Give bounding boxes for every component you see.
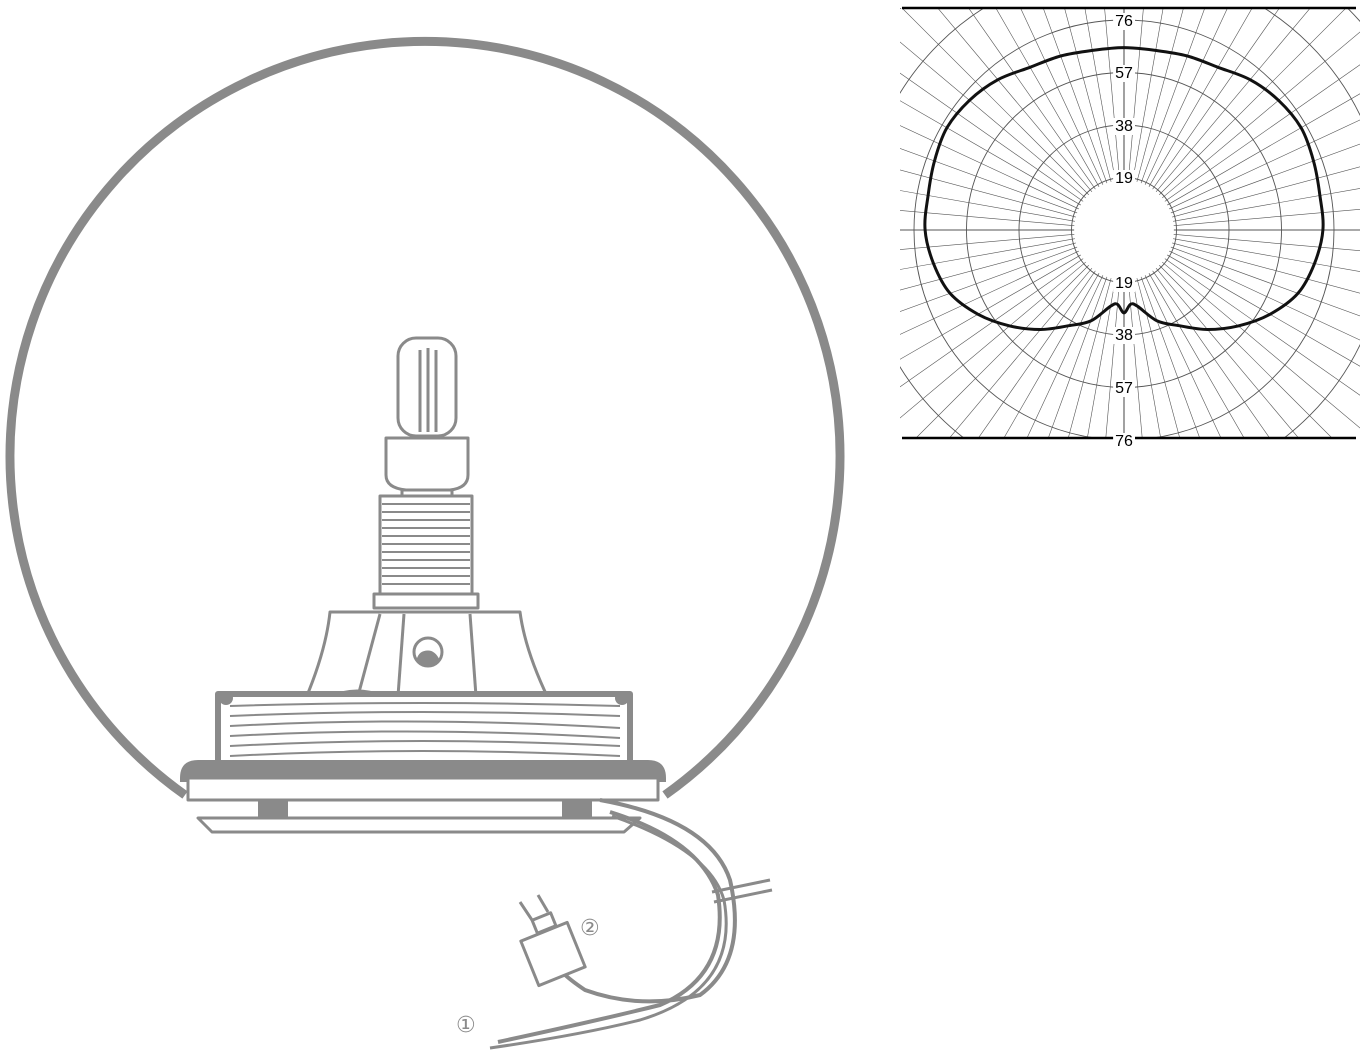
polar-spoke [1162, 31, 1360, 199]
polar-spoke [1064, 8, 1112, 182]
radial-label-backing [1113, 65, 1135, 82]
radial-label-backing [1113, 170, 1135, 187]
polar-spoke [1047, 276, 1108, 438]
callout-1-label: ① [456, 1013, 476, 1038]
polar-spoke [1026, 275, 1104, 438]
polar-spoke [937, 8, 1093, 192]
globe-outline [5, 36, 845, 799]
polar-spoke [1155, 268, 1299, 438]
polar-spoke [900, 246, 1078, 312]
radial-label-backing [1113, 380, 1135, 397]
radial-label-backing [1113, 13, 1135, 30]
polar-spoke [1136, 8, 1184, 182]
bulb-icon [384, 336, 470, 498]
radial-label-upper-57: 57 [1115, 65, 1133, 82]
polar-spoke [1148, 273, 1245, 438]
polar-spoke [1167, 254, 1360, 367]
polar-chart: 76 57 38 19 19 38 57 76 [900, 6, 1360, 450]
polar-spoke [1144, 275, 1222, 438]
polar-spoke [900, 261, 1086, 419]
polar-spoke [1087, 279, 1116, 438]
polar-spoke [1167, 93, 1360, 206]
polar-spoke [995, 8, 1100, 187]
threaded-stem [372, 494, 480, 610]
polar-spoke [1172, 242, 1360, 294]
polar-spoke [900, 41, 1086, 199]
polar-spoke [900, 190, 1075, 222]
polar-spoke [900, 258, 1084, 388]
radial-label-upper-19: 19 [1115, 170, 1133, 187]
polar-spoke [1159, 265, 1333, 438]
polar-spoke [1164, 64, 1360, 202]
polar-spoke [900, 169, 1076, 218]
callout-2-label: ② [580, 916, 600, 941]
polar-spoke [1144, 8, 1228, 185]
radial-label-lower-76: 76 [1115, 433, 1133, 450]
polar-spoke [1148, 8, 1253, 187]
polar-spoke [1173, 188, 1360, 222]
polar-spoke [1128, 8, 1144, 181]
socket-housing [304, 610, 550, 700]
radial-label-lower-19: 19 [1115, 275, 1133, 292]
polar-spoke [968, 8, 1096, 190]
polar-spoke [1128, 279, 1143, 438]
polar-spoke [1170, 143, 1360, 214]
polar-spoke [1105, 279, 1120, 438]
polar-spoke [900, 100, 1081, 206]
polar-spoke [900, 210, 1075, 226]
polar-spoke [949, 268, 1093, 438]
polar-spoke [1172, 166, 1360, 218]
power-cable [489, 798, 773, 1050]
polar-spoke [900, 72, 1084, 202]
polar-center [1107, 213, 1141, 247]
polar-spoke [1169, 119, 1360, 210]
plug-icon [518, 894, 587, 988]
polar-spoke [1164, 258, 1360, 396]
polar-spoke [977, 270, 1096, 438]
polar-spoke [900, 234, 1075, 250]
polar-spoke [1162, 261, 1360, 429]
polar-spoke [1170, 246, 1360, 317]
polar-spoke [1020, 8, 1104, 185]
polar-spoke [901, 8, 1089, 195]
base-plate [180, 760, 666, 834]
polar-spoke [1042, 8, 1108, 184]
threaded-base-ring [215, 691, 633, 771]
radial-label-upper-76: 76 [1115, 13, 1133, 30]
polar-spoke [1140, 8, 1206, 184]
polar-spoke [900, 125, 1079, 210]
radial-label-backing [1113, 275, 1135, 292]
intensity-curve [923, 46, 1325, 332]
polar-spoke [1140, 276, 1201, 438]
polar-spoke [1173, 234, 1360, 251]
polar-spoke [1155, 8, 1311, 192]
polar-spoke [915, 265, 1089, 438]
polar-spoke [900, 254, 1081, 360]
polar-spoke [900, 238, 1075, 270]
radial-label-backing [1113, 327, 1135, 344]
polar-spoke [1003, 273, 1100, 438]
radial-label-backing [1113, 433, 1135, 450]
polar-spoke [1067, 278, 1112, 438]
polar-spoke [1152, 270, 1271, 438]
lamp-illustration: ② ① [5, 36, 845, 1050]
radial-label-backing [1113, 118, 1135, 135]
polar-spoke [1084, 8, 1116, 181]
polar-spoke [1173, 209, 1360, 226]
polar-spoke [900, 242, 1076, 291]
polar-spoke [1132, 279, 1161, 438]
polar-spoke [1169, 250, 1360, 341]
polar-spoke [1152, 8, 1280, 190]
polar-spoke [1136, 278, 1181, 438]
polar-spoke [900, 250, 1079, 335]
radial-label-upper-38: 38 [1115, 118, 1133, 135]
polar-spoke [1104, 8, 1120, 181]
radial-label-lower-38: 38 [1115, 327, 1133, 344]
polar-spoke [1132, 8, 1164, 181]
polar-spoke [1173, 238, 1360, 272]
polar-spoke [900, 148, 1078, 214]
radial-label-lower-57: 57 [1115, 380, 1133, 397]
radial-labels: 76 57 38 19 19 38 57 76 [1113, 13, 1135, 450]
polar-spoke [1159, 8, 1347, 195]
